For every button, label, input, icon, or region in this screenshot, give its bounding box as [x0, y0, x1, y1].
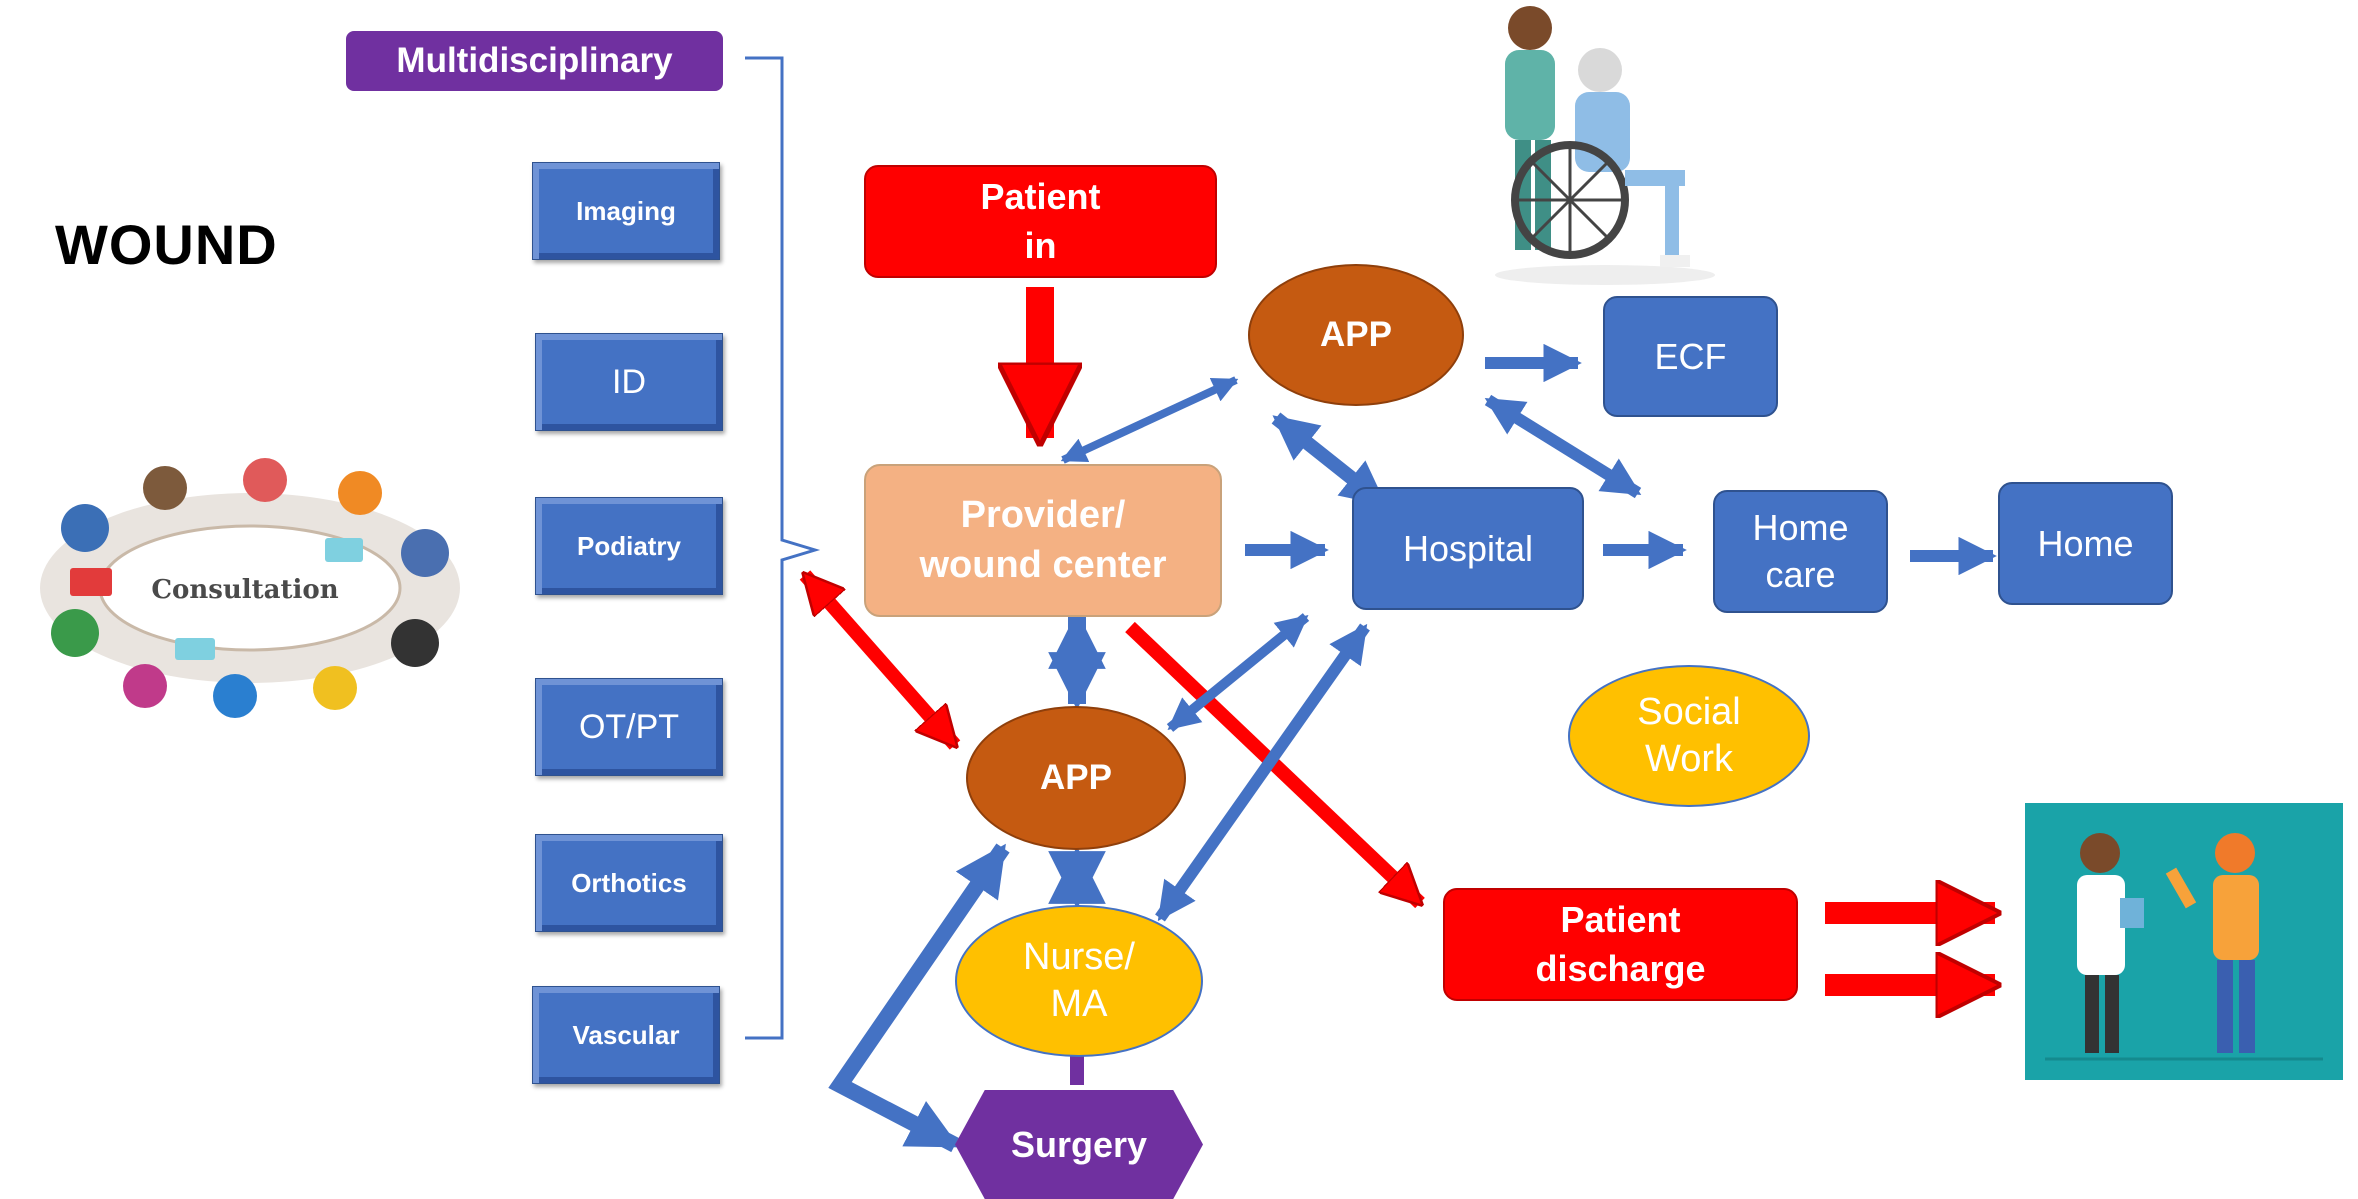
patient-in-box: Patient in [864, 165, 1217, 278]
arrow-ecf-homecare [1484, 394, 1642, 499]
ot-pt-box: OT/PT [535, 678, 723, 776]
discharge-illustration [2025, 803, 2343, 1080]
consultation-illustration: Consultation [40, 458, 460, 718]
app-bottom-ellipse: APP [966, 706, 1186, 850]
provider-wound-center-box: Provider/ wound center [864, 464, 1222, 617]
orthotics-box: Orthotics [535, 834, 723, 932]
people-icons [51, 458, 449, 718]
imaging-box: Imaging [532, 162, 720, 260]
multidisciplinary-label: Multidisciplinary [346, 31, 723, 91]
podiatry-box: Podiatry [535, 497, 723, 595]
social-work-ellipse: Social Work [1568, 665, 1810, 807]
app-top-ellipse: APP [1248, 264, 1464, 406]
nurse-ma-ellipse: Nurse/ MA [955, 905, 1203, 1057]
wheelchair-illustration [1495, 6, 1715, 285]
home-box: Home [1998, 482, 2173, 605]
vascular-box: Vascular [532, 986, 720, 1084]
arrow-provider-app-top [1060, 376, 1239, 464]
home-care-box: Home care [1713, 490, 1888, 613]
page-title: WOUND [55, 213, 278, 276]
patient-discharge-box: Patient discharge [1443, 888, 1798, 1001]
arrow-nurse-hospital [1155, 623, 1370, 922]
multidisciplinary-bracket [745, 56, 821, 1040]
arrow-multidisciplinary-app [799, 575, 961, 745]
consultation-label: Consultation [151, 575, 338, 605]
arrow-app-bottom-hospital [1166, 613, 1310, 732]
hospital-box: Hospital [1352, 487, 1584, 610]
id-box: ID [535, 333, 723, 431]
arrow-app-surgery [828, 843, 1010, 1153]
ecf-box: ECF [1603, 296, 1778, 417]
doctor-patient-icon [2045, 833, 2323, 1061]
surgery-hexagon: Surgery [955, 1090, 1203, 1199]
